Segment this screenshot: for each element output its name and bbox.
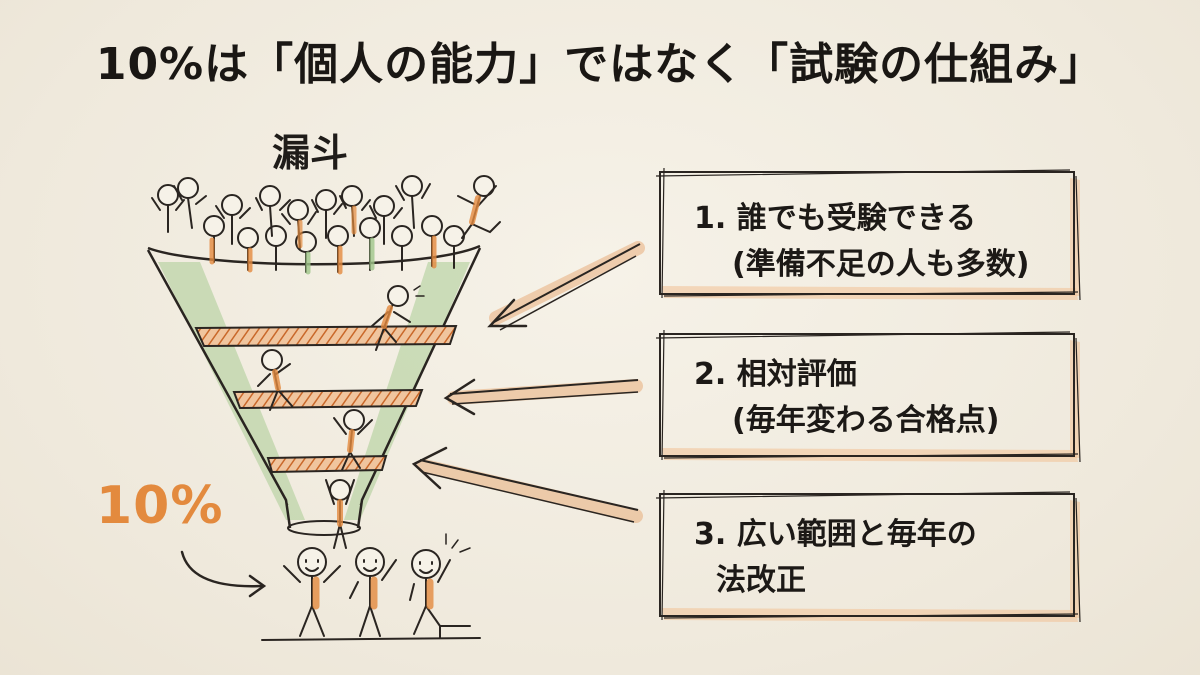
page-title: 10%は「個人の能力」ではなく「試験の仕組み」	[95, 39, 1105, 90]
reason-box: 2. 相対評価 (毎年変わる合格点)	[694, 352, 1106, 444]
reason-title: 2. 相対評価	[694, 357, 857, 392]
reason-box: 1. 誰でも受験できる (準備不足の人も多数)	[694, 196, 1106, 288]
climber-figure	[333, 409, 373, 471]
reason-detail: (準備不足の人も多数)	[732, 247, 1030, 282]
crowd-icon	[151, 175, 501, 275]
reason-box: 3. 広い範囲と毎年の 法改正	[694, 512, 1106, 604]
reason-box-frame	[655, 329, 1081, 463]
reason-box-frame	[655, 489, 1081, 623]
arrow-icon	[487, 241, 645, 331]
celebrating-people-icon	[261, 533, 481, 641]
reason-title: 1. 誰でも受験できる	[694, 201, 977, 236]
climber-figure	[325, 479, 355, 549]
filter-bar	[266, 454, 388, 474]
filter-bar	[194, 324, 458, 348]
arrow-icon	[443, 378, 643, 416]
climber-figure	[257, 349, 293, 411]
filter-bar	[232, 388, 424, 410]
reason-detail: (毎年変わる合格点)	[732, 403, 1000, 438]
reason-title: 3. 広い範囲と毎年の	[694, 517, 977, 552]
pass-rate-label: 10%	[96, 476, 224, 536]
reason-box-frame	[655, 167, 1081, 301]
climber-figure	[371, 285, 425, 351]
reason-detail: 法改正	[716, 563, 806, 598]
arrow-icon	[411, 446, 643, 523]
funnel-label: 漏斗	[272, 131, 349, 175]
arrow-icon	[180, 550, 267, 598]
